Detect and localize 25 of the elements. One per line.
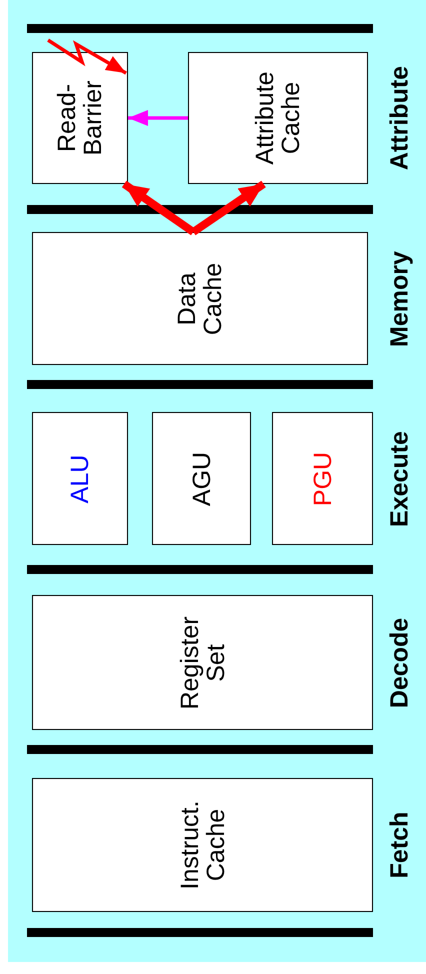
component-box [32,412,128,545]
component-box [32,52,128,184]
arrow [191,180,266,236]
stage-label: Memory [384,250,414,346]
component-label: AGU [188,450,215,508]
stage-label: Decode [384,617,414,708]
stage-label: Fetch [384,812,414,878]
arrow [122,180,196,236]
component-label: PGU [309,450,336,508]
component-box [32,778,373,912]
stage-label: Attribute [384,66,414,170]
arrow [47,38,127,75]
component-label: Data Cache [174,261,226,337]
component-box [272,412,373,545]
component-label: Attribute Cache [252,70,304,167]
component-box [32,595,373,730]
arrow [128,110,188,126]
component-box [188,52,368,184]
component-label: Register Set [176,614,229,712]
component-box [32,232,368,365]
component-box [152,412,251,545]
component-label: ALU [66,453,94,506]
component-label: Read-Barrier [54,80,106,158]
stage-label: Execute [384,430,414,526]
component-label: Instruct. Cache [176,800,229,892]
